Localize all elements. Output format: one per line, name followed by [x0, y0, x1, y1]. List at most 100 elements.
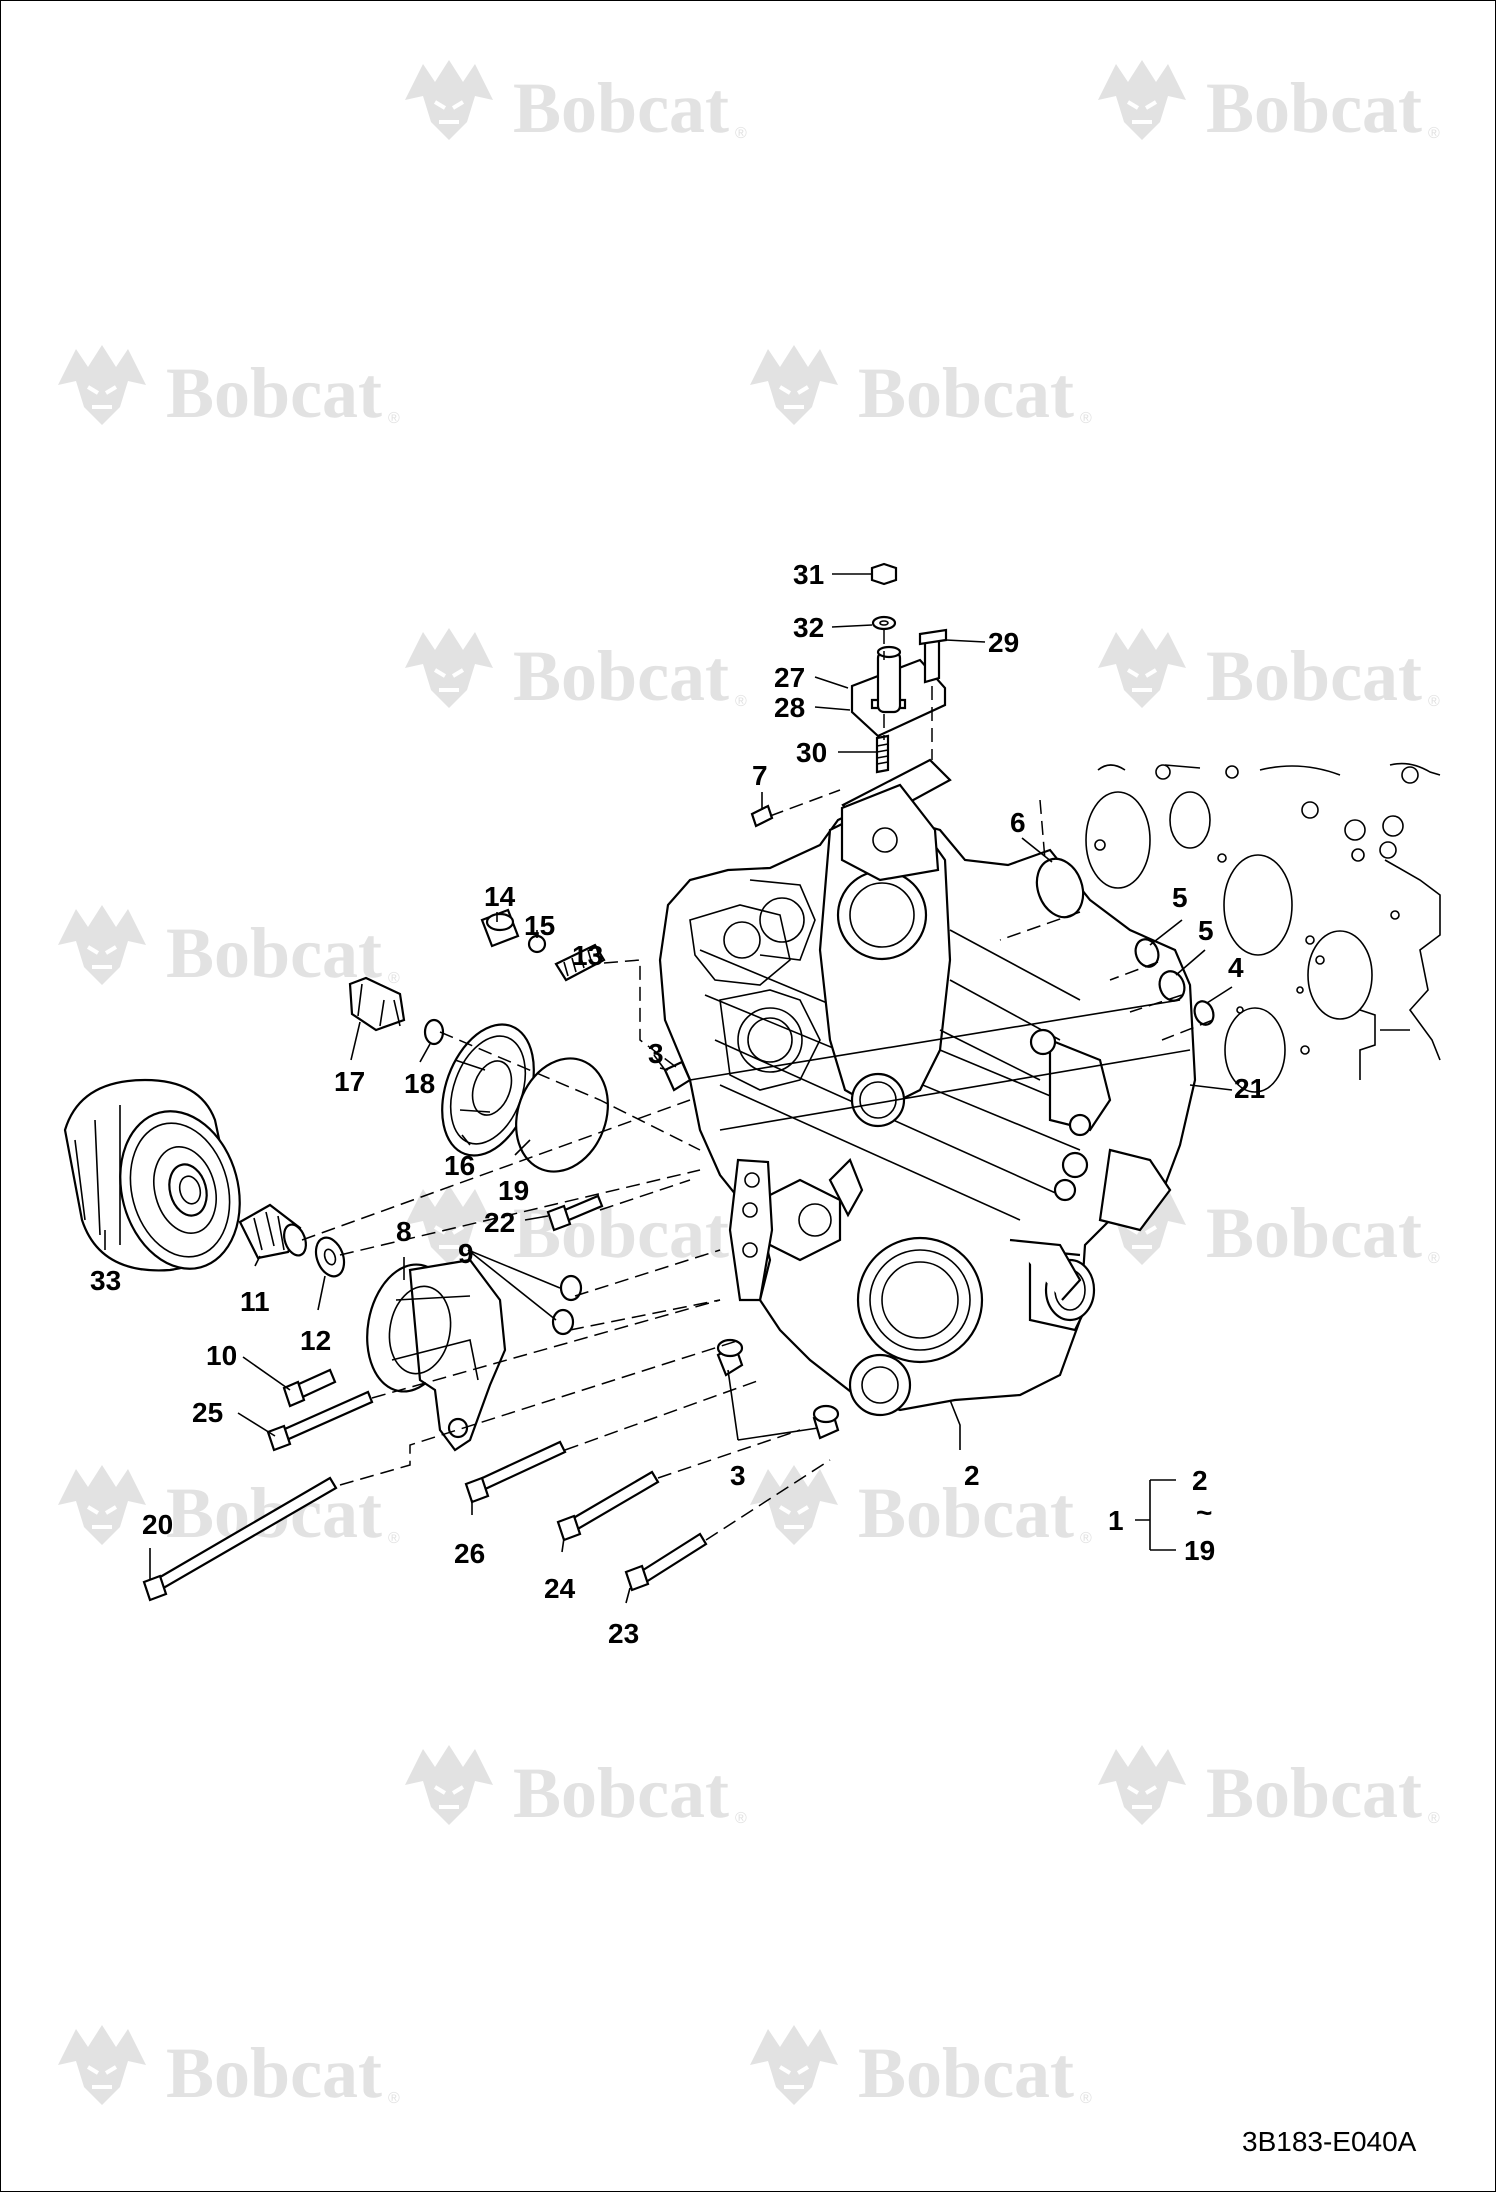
callout-31: 31 [793, 559, 824, 590]
top-cover-assembly [840, 562, 952, 882]
o-ring-18 [423, 1018, 445, 1046]
callout-14: 14 [484, 881, 516, 912]
callout-6: 6 [1010, 807, 1026, 838]
callout-5b: 5 [1198, 915, 1214, 946]
callout-3a: 3 [648, 1038, 664, 1069]
bolt-23 [638, 1532, 708, 1584]
o-ring-19 [515, 1057, 609, 1173]
bolts [142, 1194, 708, 1602]
callout-4: 4 [1228, 952, 1244, 983]
watermark-text: Bobcat [513, 1753, 729, 1833]
watermark-text: Bobcat [513, 68, 729, 148]
callout-15: 15 [524, 910, 555, 941]
callout-10: 10 [206, 1340, 237, 1371]
filter-bracket-8 [366, 1258, 507, 1452]
callout-20: 20 [142, 1509, 173, 1540]
watermark-registered: ® [1428, 125, 1440, 142]
callout-labels: 31 32 29 27 28 30 7 6 5 5 4 21 3 3 2 14 … [90, 559, 1265, 1649]
callout-25: 25 [192, 1397, 223, 1428]
callout-27: 27 [774, 662, 805, 693]
engine-block-outline [1085, 762, 1441, 1093]
callout-23: 23 [608, 1618, 639, 1649]
callout-26: 26 [454, 1538, 485, 1569]
bobcat-logo-icon [403, 58, 495, 142]
watermark-registered: ® [388, 2090, 400, 2107]
bobcat-logo-icon [748, 1463, 840, 1547]
gear-case [658, 803, 1197, 1417]
bobcat-logo-icon [56, 1463, 148, 1547]
range-separator: ~ [1196, 1497, 1212, 1528]
watermark-registered: ® [735, 1810, 747, 1827]
oil-filter-assembly [63, 1078, 346, 1278]
o-ring-5a [1134, 938, 1160, 968]
callout-33: 33 [90, 1265, 121, 1296]
bobcat-logo-icon [748, 2023, 840, 2107]
watermark-registered: ® [388, 410, 400, 427]
watermark-registered: ® [735, 693, 747, 710]
watermark-registered: ® [1080, 1530, 1092, 1547]
washer-12 [314, 1236, 346, 1278]
bobcat-logo-icon [56, 2023, 148, 2107]
relief-valve-parts [348, 908, 609, 1173]
watermark-registered: ® [1428, 1250, 1440, 1267]
callout-9: 9 [458, 1238, 474, 1269]
watermark-text: Bobcat [858, 353, 1074, 433]
callout-30: 30 [796, 737, 827, 768]
callout-12: 12 [300, 1325, 331, 1356]
watermark-text: Bobcat [513, 1193, 729, 1273]
callout-8: 8 [396, 1216, 412, 1247]
nut-31 [870, 562, 898, 586]
callout-29: 29 [988, 627, 1019, 658]
watermark-text: Bobcat [1206, 636, 1422, 716]
spring-13 [554, 943, 606, 982]
watermark-text: Bobcat [1206, 68, 1422, 148]
o-ring-9b [551, 1308, 575, 1336]
watermark-text: Bobcat [1206, 1193, 1422, 1273]
stud-30 [875, 734, 890, 774]
bobcat-logo-icon [403, 1183, 495, 1267]
callout-28: 28 [774, 692, 805, 723]
callout-3b: 3 [730, 1460, 746, 1491]
watermark-text: Bobcat [1206, 1753, 1422, 1833]
bobcat-logo-icon [403, 626, 495, 710]
callout-22: 22 [484, 1207, 515, 1238]
watermark-text: Bobcat [166, 2033, 382, 2113]
washer-32 [871, 615, 897, 631]
cover-pipe [876, 650, 902, 714]
callout-21: 21 [1234, 1073, 1265, 1104]
watermark-text: Bobcat [858, 2033, 1074, 2113]
callout-32: 32 [793, 612, 824, 643]
callout-2: 2 [964, 1460, 980, 1491]
range-to: 19 [1184, 1535, 1215, 1566]
watermark-text: Bobcat [166, 353, 382, 433]
range-from: 2 [1192, 1465, 1208, 1496]
watermark-registered: ® [388, 1530, 400, 1547]
o-ring-5b [1158, 970, 1186, 1002]
watermark-text: Bobcat [513, 636, 729, 716]
bobcat-logo-icon [748, 343, 840, 427]
bobcat-logo-icon [403, 1743, 495, 1827]
bobcat-logo-icon [1096, 1743, 1188, 1827]
bobcat-logo-icon [1096, 626, 1188, 710]
watermark-text: Bobcat [166, 913, 382, 993]
callout-7: 7 [752, 760, 768, 791]
callout-18: 18 [404, 1068, 435, 1099]
callout-5a: 5 [1172, 882, 1188, 913]
o-ring-4 [1193, 1000, 1215, 1026]
o-ring-9a [559, 1274, 583, 1302]
watermark-registered: ® [735, 125, 747, 142]
bobcat-logo-icon [1096, 58, 1188, 142]
watermark-registered: ® [1428, 1810, 1440, 1827]
callout-17: 17 [334, 1066, 365, 1097]
assembly-lines [301, 630, 1214, 1541]
bolt-24 [568, 1470, 660, 1532]
bobcat-logo-icon [56, 903, 148, 987]
watermark-text: Bobcat [858, 1473, 1074, 1553]
watermark-registered: ® [388, 970, 400, 987]
callout-11: 11 [240, 1286, 270, 1317]
drawing-number: 3B183-E040A [1242, 2126, 1417, 2157]
callout-16: 16 [444, 1150, 475, 1181]
plugs-3 [663, 1060, 840, 1440]
